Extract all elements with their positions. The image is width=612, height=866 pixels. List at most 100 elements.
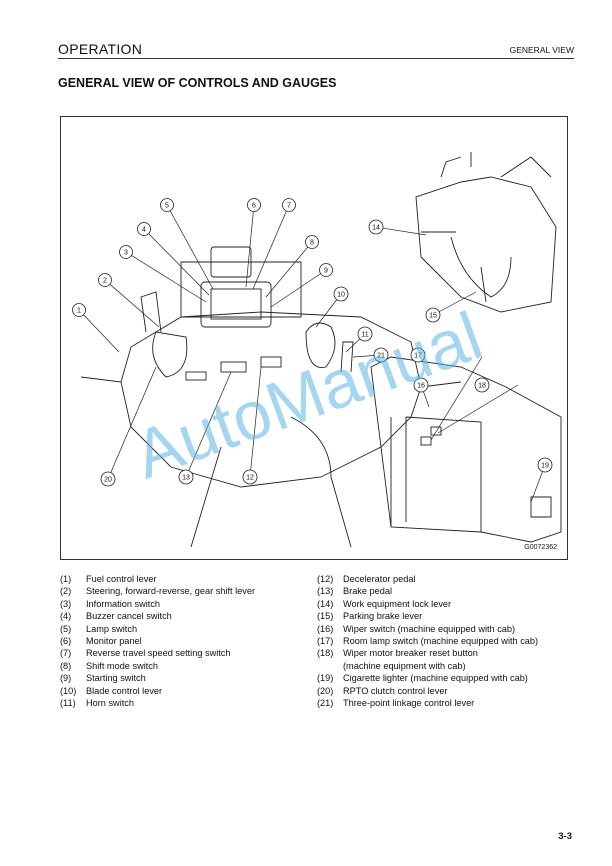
callout-label-19: 19 (541, 463, 549, 470)
callout-11 (357, 326, 373, 342)
callout-21 (373, 347, 389, 363)
header-rule (58, 58, 574, 59)
legend-item: (9)Starting switch (60, 672, 310, 684)
steering-column (180, 261, 302, 318)
legend-item: (5)Lamp switch (60, 623, 310, 635)
callout-label-14: 14 (372, 225, 380, 232)
legend-right: (12)Decelerator pedal(13)Brake pedal(14)… (317, 573, 577, 709)
legend-text: Three-point linkage control lever (343, 698, 475, 709)
legend-text: Reverse travel speed setting switch (86, 648, 231, 659)
header-subsection: GENERAL VIEW (509, 45, 574, 55)
legend-item: (18) Wiper motor breaker reset button (317, 647, 577, 659)
watermark: AutoManual (125, 298, 492, 494)
legend-left: (1)Fuel control lever(2)Steering, forwar… (60, 573, 310, 709)
legend-number: (4) (60, 611, 72, 622)
callout-label-1: 1 (77, 308, 81, 315)
callout-20 (100, 471, 116, 487)
callout-10 (333, 286, 349, 302)
legend-number: (14) (317, 598, 334, 609)
callout-18 (474, 377, 490, 393)
legend-number: (13) (317, 586, 334, 597)
legend-item: (7) Reverse travel speed setting switch (60, 647, 310, 659)
legend-item: (16) Wiper switch (machine equipped with … (317, 623, 577, 635)
callout-4 (137, 222, 151, 236)
callout-label-12: 12 (246, 475, 254, 482)
legend-text: RPTO clutch control lever (343, 685, 448, 696)
legend-item: (8)Shift mode switch (60, 660, 310, 672)
callout-label-4: 4 (142, 227, 146, 234)
callout-9 (319, 263, 333, 277)
callout-label-3: 3 (124, 250, 128, 257)
legend-number: (2) (60, 586, 72, 597)
legend-text: Monitor panel (86, 636, 142, 647)
legend-text: Lamp switch (86, 623, 138, 634)
legend-item: (14)Work equipment lock lever (317, 598, 577, 610)
controls-figure: 1 2 3 4 5 6 7 8 9 10 11 12 13 14 15 16 1… (60, 116, 568, 560)
legend-number: (6) (60, 636, 72, 647)
callout-17 (410, 347, 426, 363)
callout-label-5: 5 (165, 203, 169, 210)
legend-text: Brake pedal (343, 586, 393, 597)
legend-text: Wiper switch (machine equipped with cab) (343, 623, 516, 634)
legend-number: (3) (60, 598, 72, 609)
callout-7 (282, 198, 296, 212)
callout-13 (178, 469, 194, 485)
legend-number: (12) (317, 574, 334, 584)
callout-label-20: 20 (104, 477, 112, 484)
callout-label-16: 16 (417, 383, 425, 390)
controls-illustration: 1 2 3 4 5 6 7 8 9 10 11 12 13 14 15 16 1… (72, 152, 562, 548)
legend-item: (21) Three-point linkage control lever (317, 697, 577, 709)
legend-text: Room lamp switch (machine equipped with … (343, 636, 539, 647)
legend-item: (17) Room lamp switch (machine equipped w… (317, 635, 577, 647)
legend-number: (17) (317, 636, 334, 647)
inset-bottom-right (370, 356, 562, 543)
callout-label-18: 18 (478, 383, 486, 390)
legend-number: (16) (317, 623, 334, 634)
legend-item: (4) Buzzer cancel switch (60, 610, 310, 622)
callout-16 (413, 377, 429, 393)
callout-label-10: 10 (337, 292, 345, 299)
legend-text: Horn switch (86, 698, 134, 709)
legend-item: (15)Parking brake lever (317, 610, 577, 622)
callout-label-11: 11 (361, 332, 368, 339)
legend-number: (19) (317, 673, 334, 684)
figure-code: G0072362 (524, 544, 557, 551)
page-number: 3-3 (558, 831, 572, 842)
callout-14 (368, 219, 384, 235)
callout-1 (72, 303, 86, 317)
callout-label-6: 6 (252, 203, 256, 210)
legend-text: Wiper motor breaker reset button (343, 648, 478, 659)
callout-label-17: 17 (414, 353, 422, 360)
legend-item: (20)RPTO clutch control lever (317, 685, 577, 697)
legend-number: (7) (60, 648, 72, 659)
legend-item: (2)Steering, forward-reverse, gear shift… (60, 585, 310, 597)
legend-number: (21) (317, 698, 334, 709)
callout-label-2: 2 (103, 278, 107, 285)
callout-19 (537, 457, 553, 473)
callout-label-21: 21 (377, 353, 385, 360)
legend-number: (10) (60, 685, 77, 696)
legend-item: (19) Cigarette lighter (machine equipped … (317, 672, 577, 684)
legend-item: (11) Horn switch (60, 697, 310, 709)
callout-12 (242, 469, 258, 485)
legend-item: (3)Information switch (60, 598, 310, 610)
legend-item: (machine equipment with cab) (317, 660, 577, 672)
legend-text: Fuel control lever (86, 574, 157, 584)
legend-number: (11) (60, 698, 76, 709)
inset-top-right (415, 176, 557, 313)
legend-text: Buzzer cancel switch (86, 611, 172, 622)
callout-6 (247, 198, 261, 212)
page-title: GENERAL VIEW OF CONTROLS AND GAUGES (58, 76, 337, 90)
legend-text: (machine equipment with cab) (343, 660, 466, 671)
legend-number: (18) (317, 648, 334, 659)
legend-text: Cigarette lighter (machine equipped with… (343, 673, 528, 684)
callout-label-15: 15 (429, 313, 437, 320)
legend-text: Shift mode switch (86, 660, 158, 671)
legend-item: (1)Fuel control lever (60, 573, 310, 585)
monitor-panel-shape (200, 281, 272, 328)
callout-label-8: 8 (310, 240, 314, 247)
callout-5 (160, 198, 174, 212)
legend-number: (15) (317, 611, 334, 622)
callout-3 (119, 245, 133, 259)
legend-item: (10)Blade control lever (60, 685, 310, 697)
